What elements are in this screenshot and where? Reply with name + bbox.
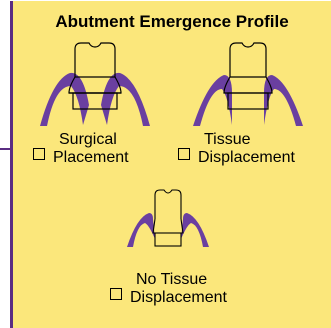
surgical-placement-label: Surgical Placement (53, 131, 129, 167)
no-tissue-displacement-label: No Tissue Displacement (130, 271, 227, 307)
tissue-displacement-checkbox[interactable] (178, 148, 190, 160)
emergence-profile-panel: Abutment Emergence Profile Surgical Plac… (10, 1, 331, 328)
no-tissue-displacement-checkbox[interactable] (110, 288, 122, 300)
tissue-displacement-label: Tissue Displacement (198, 131, 295, 167)
surgical-placement-checkbox[interactable] (33, 148, 45, 160)
option-tissue-displacement[interactable]: Tissue Displacement (178, 131, 295, 167)
option-surgical-placement[interactable]: Surgical Placement (33, 131, 129, 167)
tissue-displacement-illustration (188, 41, 308, 131)
no-tissue-displacement-illustration (123, 189, 213, 264)
side-connector-line (0, 148, 10, 150)
option-no-tissue-displacement[interactable]: No Tissue Displacement (110, 271, 227, 307)
surgical-placement-illustration (35, 41, 155, 131)
panel-title: Abutment Emergence Profile (13, 12, 331, 32)
